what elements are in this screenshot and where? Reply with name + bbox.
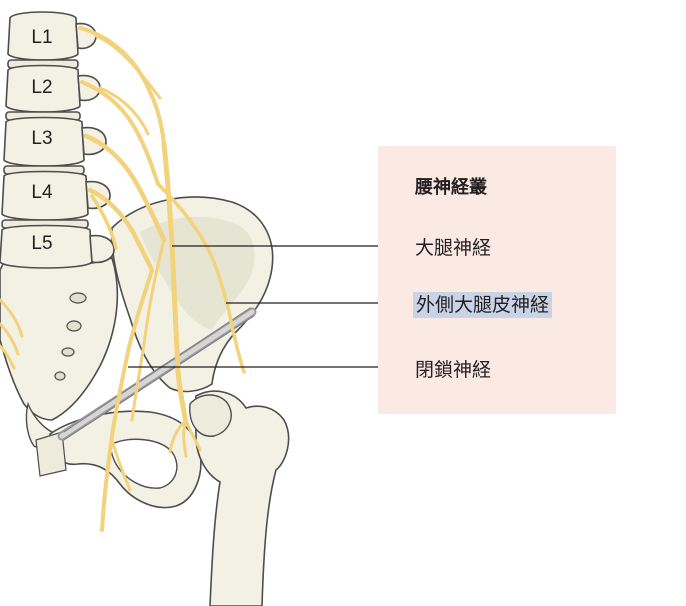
vertebra-label-l5: L5 <box>31 233 53 254</box>
obturator-nerve <box>100 268 154 532</box>
label-femoral-nerve: 大腿神経 <box>415 237 492 259</box>
sacral-foramina <box>54 292 87 381</box>
vertebra-l4-body <box>1 170 89 221</box>
nerve-root-l4-lower <box>90 194 118 250</box>
legend-title: 腰神経叢 <box>415 177 487 198</box>
vertebra-label-l1: L1 <box>31 27 53 48</box>
label-lateral-femoral-cutaneous-nerve: 外側大腿皮神経 <box>413 292 553 318</box>
legend-panel <box>378 146 616 414</box>
label-obturator-nerve: 閉鎖神経 <box>415 359 492 381</box>
femoral-nerve-branches <box>168 418 202 458</box>
vertebra-label-l4: L4 <box>31 182 53 203</box>
vertebra-l1-body <box>7 11 79 61</box>
sacral-nerves <box>0 298 24 370</box>
pubic-symphysis <box>35 431 67 477</box>
nerve-root-l3 <box>83 133 167 243</box>
femur <box>194 390 290 606</box>
nerve-root-l2 <box>80 80 160 186</box>
lumbar-plexus-nerves <box>0 26 246 532</box>
nerve-root-l4 <box>87 187 155 273</box>
sacrum <box>0 256 119 421</box>
obturator-nerve-branch <box>110 438 132 492</box>
nerve-root-l1 <box>78 26 166 146</box>
nerve-root-l1-branch <box>94 34 162 100</box>
obturator-foramen <box>110 438 178 489</box>
vertebra-l3-body <box>3 116 85 167</box>
lumbar-spine <box>0 11 115 269</box>
vertebra-l5-process <box>89 234 115 264</box>
leader-lines <box>128 245 406 368</box>
genitofemoral-nerve <box>130 238 166 422</box>
femoral-head <box>189 394 232 437</box>
vertebra-label-l2: L2 <box>31 77 53 98</box>
nerve-root-l2-branch <box>98 86 150 136</box>
inguinal-ligament <box>57 307 257 441</box>
vertebra-label-l3: L3 <box>31 128 53 149</box>
vertebra-l2-body <box>5 64 81 113</box>
lateral-femoral-cutaneous-nerve <box>156 182 246 374</box>
